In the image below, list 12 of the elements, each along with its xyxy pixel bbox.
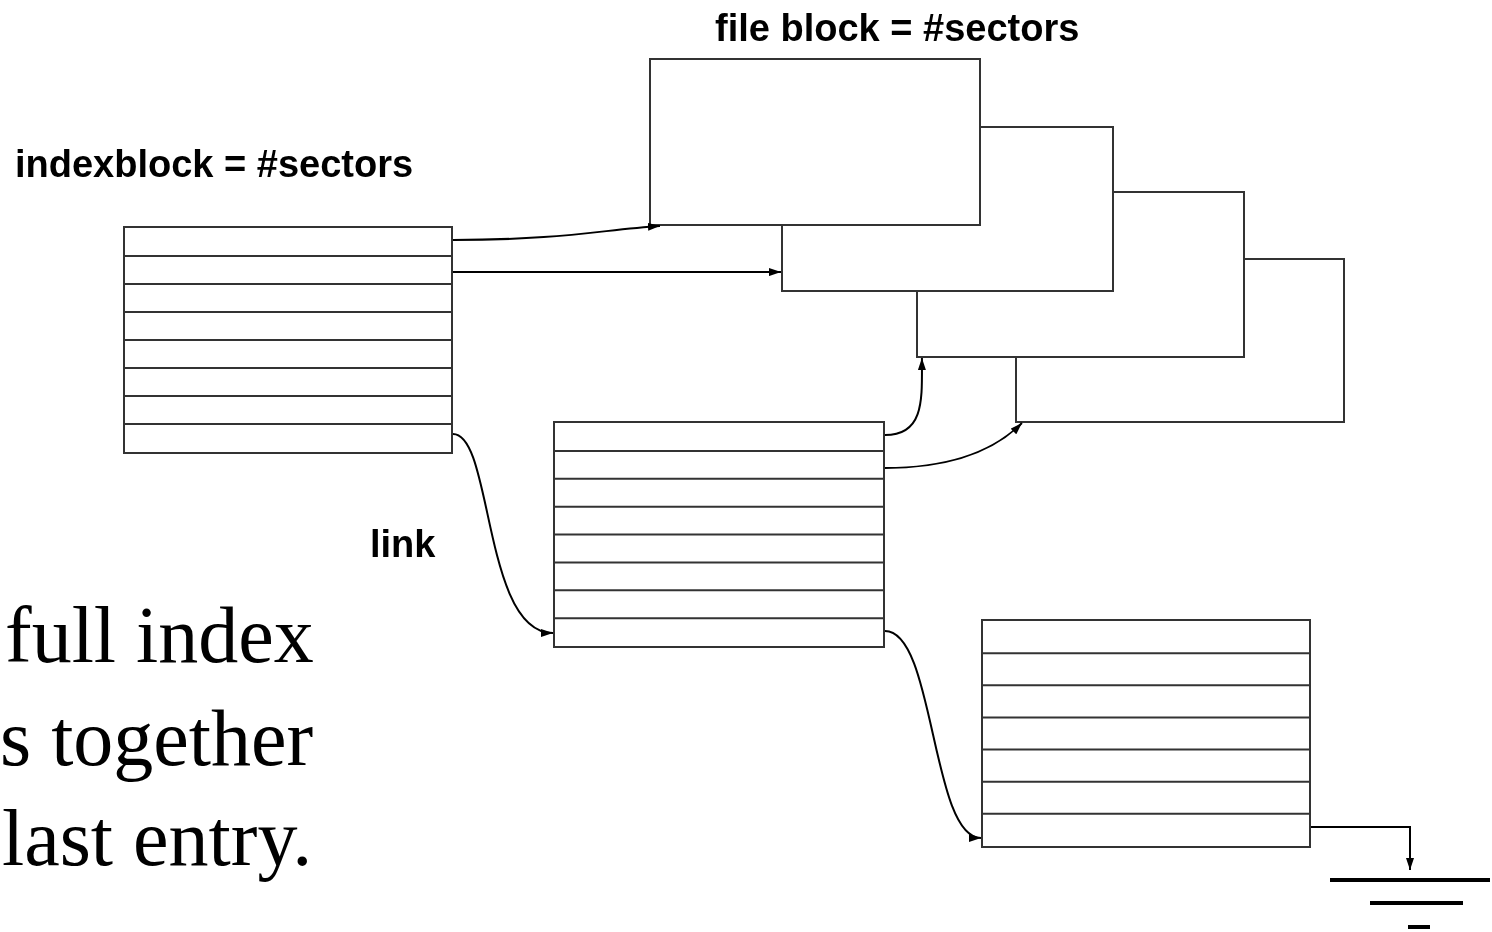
- slide-text: s together: [0, 693, 314, 783]
- block-heading: file block = #sectors: [715, 6, 1080, 50]
- arrow: [452, 222, 661, 241]
- arrow: [452, 432, 554, 635]
- arrow: [452, 268, 782, 277]
- slide-text: full index: [5, 590, 314, 680]
- arrow: [1310, 825, 1414, 871]
- arrow: [884, 422, 1023, 469]
- arrow: [884, 630, 982, 839]
- slide-text: last entry.: [2, 793, 313, 883]
- arrow: [884, 357, 926, 437]
- block-heading: indexblock = #sectors: [15, 142, 414, 186]
